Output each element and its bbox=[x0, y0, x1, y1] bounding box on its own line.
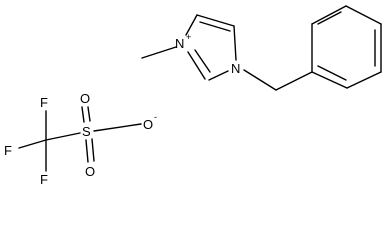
bond-n3-c4 bbox=[185, 14, 198, 36]
bond-ch2-phenyl bbox=[275, 71, 313, 91]
triflate-anion: F F F S O O - O bbox=[4, 91, 157, 187]
bond-c-f-left bbox=[18, 139, 47, 149]
bond-c2-n3 bbox=[187, 51, 206, 80]
bond-c4-c5-double bbox=[199, 21, 231, 32]
atom-f-left: F bbox=[4, 143, 12, 158]
bond-n1-ch2 bbox=[243, 69, 277, 91]
bond-ph-double-1 bbox=[317, 65, 347, 81]
bond-s-o-top-b bbox=[87, 106, 91, 122]
bond-ph-2 bbox=[346, 71, 382, 89]
bond-s-o-bottom-a bbox=[85, 139, 89, 163]
atom-f-bottom: F bbox=[40, 172, 48, 187]
atom-f-top: F bbox=[40, 95, 48, 110]
bond-ph-4 bbox=[345, 5, 382, 25]
bond-ph-1 bbox=[311, 71, 348, 89]
bond-s-o-top-a bbox=[81, 106, 85, 123]
atom-n-benzyl: N bbox=[231, 61, 240, 76]
chemical-structure-drawing: N + N F F F S O O - O bbox=[4, 5, 382, 187]
bond-n3-methyl bbox=[141, 46, 177, 59]
imidazolium-cation: N + N bbox=[141, 5, 382, 91]
bond-n1-c2 bbox=[208, 70, 229, 81]
atom-o-bottom: O bbox=[85, 164, 95, 179]
bond-s-o-bottom-b bbox=[91, 138, 95, 162]
bond-ph-double-3 bbox=[317, 11, 342, 25]
bond-ph-5 bbox=[311, 5, 347, 25]
atom-o-right: O bbox=[143, 117, 153, 132]
atom-sulfur: S bbox=[82, 124, 91, 139]
bond-c2-n3-double bbox=[194, 49, 211, 73]
atom-n-methyl: N bbox=[175, 36, 184, 51]
bond-c4-c5 bbox=[196, 14, 235, 27]
bond-s-o-right bbox=[93, 123, 142, 132]
bond-c5-n1 bbox=[233, 25, 237, 61]
atom-o-top: O bbox=[80, 91, 90, 106]
atom-o-right-charge: - bbox=[154, 112, 157, 122]
atom-n-methyl-charge: + bbox=[186, 32, 191, 42]
bond-c-s bbox=[45, 132, 81, 141]
phenyl-ring bbox=[311, 5, 382, 89]
